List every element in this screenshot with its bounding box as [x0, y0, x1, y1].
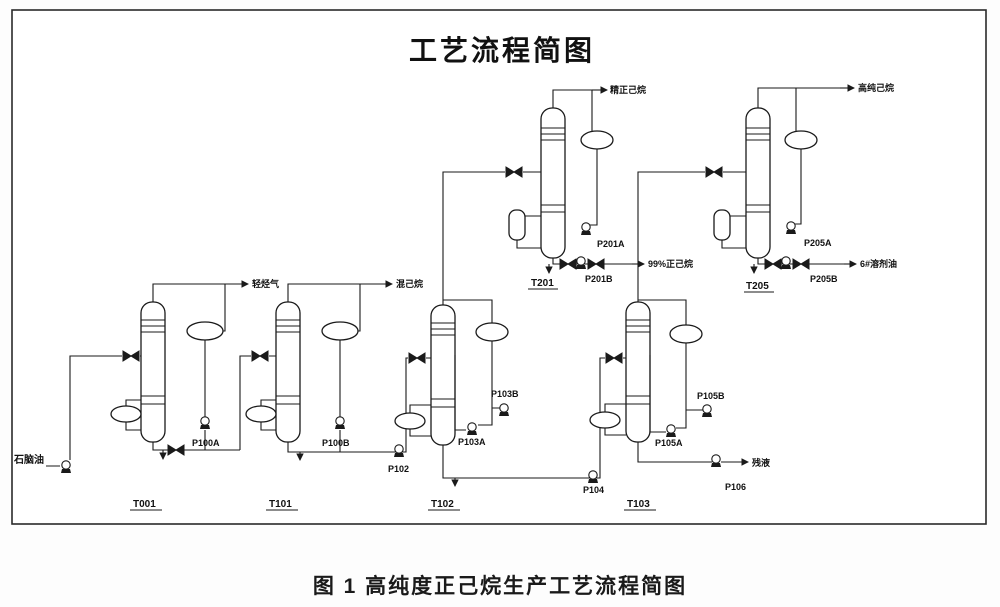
stream-label-t201-bottom: 99%正己烷 — [648, 258, 693, 269]
reflux-pump-b-icon — [498, 403, 510, 417]
pump-label-p100a: P100A — [192, 438, 220, 448]
column-unit-t201: 精正己烷 99%正己烷 P201A P201B T201 — [508, 84, 693, 290]
column-label-t102: T102 — [431, 499, 454, 510]
pump-label-p201b: P201B — [585, 274, 613, 284]
feed-pump-icon — [60, 460, 72, 474]
column-shell — [745, 107, 771, 259]
condenser-drum — [784, 130, 818, 150]
reflux-pump-icon — [334, 416, 346, 430]
reboiler-drum — [394, 412, 426, 430]
reflux-pump-icon — [199, 416, 211, 430]
column-unit-t103: P105B P105A P106 残液 T103 — [589, 166, 771, 511]
diagram-title: 工艺流程简图 — [409, 34, 595, 67]
stream-label-t101-top: 混己烷 — [396, 278, 423, 289]
condenser-drum — [580, 130, 614, 150]
column-unit-t101: 混己烷 P100B P102 T101 — [245, 278, 431, 511]
column-unit-t205: 高纯己烷 6#溶剂油 P205A P205B T205 — [713, 82, 897, 293]
reflux-pump-b-icon — [701, 404, 713, 418]
column-label-t103: T103 — [627, 499, 650, 510]
pump-label-p104: P104 — [583, 485, 604, 495]
transfer-pump-icon — [393, 444, 405, 458]
pump-label-p105a: P105A — [655, 438, 683, 448]
figure-caption: 图 1 高纯度正己烷生产工艺流程简图 — [313, 574, 687, 598]
reboiler-drum — [589, 411, 621, 429]
pump-label-p201a: P201A — [597, 239, 625, 249]
reflux-pump-a-icon — [785, 221, 797, 235]
feed-stream-label: 石脑油 — [13, 453, 44, 466]
stream-label-t103-bottom: 残液 — [752, 457, 771, 468]
reboiler-drum — [110, 405, 142, 423]
condenser-drum — [669, 324, 703, 344]
reboiler-drum — [508, 209, 526, 241]
bottoms-pump-icon — [710, 454, 722, 468]
column-label-t101: T101 — [269, 499, 292, 510]
column-unit-t102: P103B P103A P104 T102 — [394, 166, 626, 511]
pump-label-p205b: P205B — [810, 274, 838, 284]
condenser-drum — [475, 322, 509, 342]
stream-label-t205-bottom: 6#溶剂油 — [860, 258, 897, 269]
condenser-drum — [186, 321, 224, 341]
condenser-drum — [321, 321, 359, 341]
bottoms-pump-icon — [575, 256, 587, 270]
pump-label-p105b: P105B — [697, 391, 725, 401]
pump-label-p103b: P103B — [491, 389, 519, 399]
column-label-t205: T205 — [746, 281, 769, 292]
reflux-pump-a-icon — [665, 424, 677, 438]
reboiler-drum — [713, 209, 731, 241]
column-shell — [540, 107, 566, 259]
column-label-t201: T201 — [531, 278, 554, 289]
column-shell — [625, 301, 651, 443]
pump-label-p102: P102 — [388, 464, 409, 474]
stream-label-t205-top: 高纯己烷 — [858, 82, 894, 93]
reflux-pump-a-icon — [580, 222, 592, 236]
reboiler-drum — [245, 405, 277, 423]
column-unit-t001: 轻烃气 P100A T001 — [110, 278, 279, 511]
stream-label-t001-top: 轻烃气 — [252, 278, 279, 289]
bottoms-pump-icon — [780, 256, 792, 270]
column-shell — [275, 301, 301, 443]
transfer-pump-icon — [587, 470, 599, 484]
stream-label-t201-top: 精正己烷 — [610, 84, 646, 95]
pump-label-p106: P106 — [725, 482, 746, 492]
column-label-t001: T001 — [133, 499, 156, 510]
reflux-pump-a-icon — [466, 422, 478, 436]
drawing-border — [11, 9, 987, 525]
column-shell — [430, 304, 456, 446]
pump-label-p100b: P100B — [322, 438, 350, 448]
column-shell — [140, 301, 166, 443]
pump-label-p103a: P103A — [458, 437, 486, 447]
pump-label-p205a: P205A — [804, 238, 832, 248]
